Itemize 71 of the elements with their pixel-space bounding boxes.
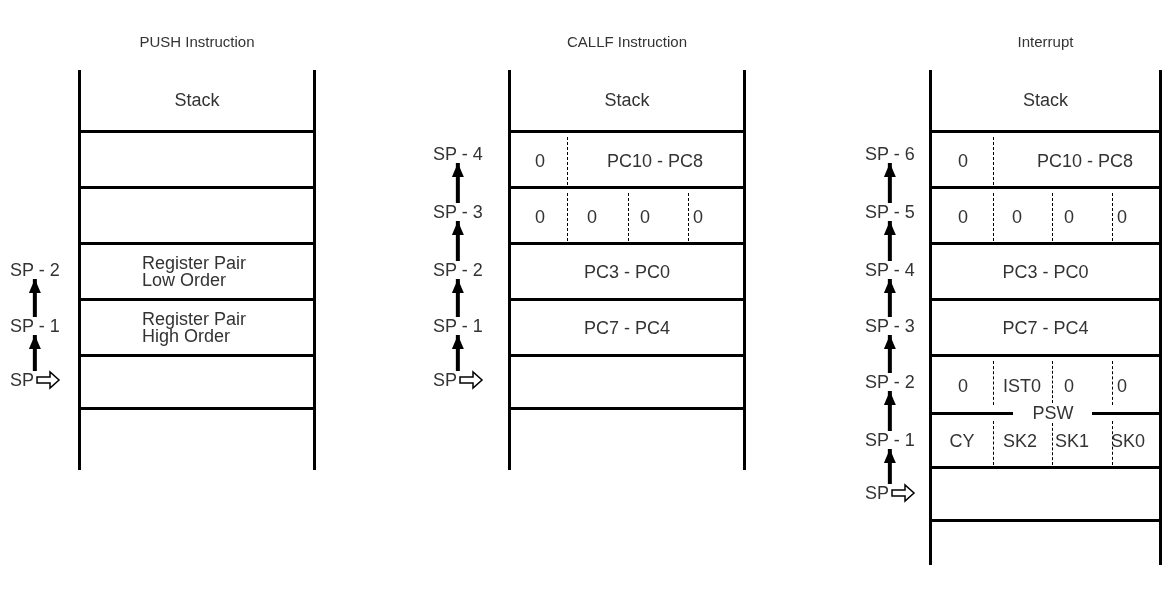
bit-field-text: SK2 xyxy=(1003,432,1037,450)
bit-field-text: 0 xyxy=(535,208,545,226)
stack-pointer-label: SP xyxy=(10,370,34,390)
stack-pointer-label: SP - 2 xyxy=(433,260,483,280)
stack-pointer-label: SP - 3 xyxy=(865,316,915,336)
pointer-arrow xyxy=(459,370,484,390)
row-text: Stack xyxy=(604,91,650,109)
arrow xyxy=(451,279,464,317)
bit-field-text: 0 xyxy=(535,152,545,170)
bit-field-text: 0 xyxy=(587,208,597,226)
empty-stack-row xyxy=(932,466,1159,522)
arrow xyxy=(883,449,896,484)
stack-pointer-label: SP - 5 xyxy=(865,202,915,222)
stack-pointer-label: SP - 1 xyxy=(433,316,483,336)
register-text: Register Pair Low Order xyxy=(142,254,248,289)
empty-stack-row xyxy=(511,354,743,410)
bit-field-text: PC10 - PC8 xyxy=(1037,152,1133,170)
row-text: PC7 - PC4 xyxy=(584,318,670,337)
stack-pointer-label: SP - 1 xyxy=(10,316,60,336)
panel-heading: CALLF Instruction xyxy=(566,33,688,51)
arrow xyxy=(451,335,464,371)
stack-pointer-label: SP - 4 xyxy=(433,144,483,164)
bit-field-text: 0 xyxy=(693,208,703,226)
stack-row xyxy=(511,186,743,242)
stack-pointer-label: SP - 2 xyxy=(865,372,915,392)
bit-field-text: 0 xyxy=(1012,208,1022,226)
bit-field-text: IST0 xyxy=(1003,377,1041,395)
arrow xyxy=(451,163,464,203)
panel-heading: PUSH Instruction xyxy=(139,33,255,51)
row-text: Stack xyxy=(1023,91,1068,109)
stack-row xyxy=(932,354,1159,466)
arrow xyxy=(883,279,896,317)
arrow xyxy=(883,221,896,261)
stack-pointer-label: SP - 6 xyxy=(865,144,915,164)
pointer-arrow xyxy=(36,370,61,390)
register-text: Register Pair High Order xyxy=(142,310,248,345)
stack-pointer-label: SP - 3 xyxy=(433,202,483,222)
bit-field-text: 0 xyxy=(958,377,968,395)
bit-field-text: SK0 xyxy=(1111,432,1145,450)
arrow xyxy=(28,279,41,317)
bit-field-text: PC10 - PC8 xyxy=(607,152,703,170)
arrow xyxy=(883,163,896,203)
stack-row xyxy=(932,130,1159,186)
bit-field-text: 0 xyxy=(1117,208,1127,226)
bit-field-text: 0 xyxy=(1064,377,1074,395)
bit-field-text: SK1 xyxy=(1055,432,1089,450)
panel-heading: Interrupt xyxy=(1017,33,1074,51)
bit-field-text: PSW xyxy=(1032,404,1074,422)
pointer-arrow xyxy=(891,483,916,503)
stack-row xyxy=(511,130,743,186)
stack-pointer-label: SP - 2 xyxy=(10,260,60,280)
bit-field-text: 0 xyxy=(958,152,968,170)
bit-field-text: 0 xyxy=(958,208,968,226)
bit-field-text: CY xyxy=(949,432,975,450)
stack-pointer-label: SP xyxy=(433,370,457,390)
empty-stack-row xyxy=(81,354,313,410)
bit-field-text: 0 xyxy=(640,208,650,226)
arrow xyxy=(883,391,896,431)
bit-field-text: 0 xyxy=(1064,208,1074,226)
stack-pointer-label: SP - 4 xyxy=(865,260,915,280)
stack-pointer-label: SP - 1 xyxy=(865,430,915,450)
row-text: PC3 - PC0 xyxy=(1002,262,1089,281)
row-text: PC7 - PC4 xyxy=(1002,318,1089,337)
row-text: Stack xyxy=(174,91,220,109)
arrow xyxy=(883,335,896,373)
arrow xyxy=(28,335,41,371)
row-text: PC3 - PC0 xyxy=(584,262,670,281)
stack-row xyxy=(932,186,1159,242)
arrow xyxy=(451,221,464,261)
stack-pointer-label: SP xyxy=(865,483,889,503)
bit-field-text: 0 xyxy=(1117,377,1127,395)
